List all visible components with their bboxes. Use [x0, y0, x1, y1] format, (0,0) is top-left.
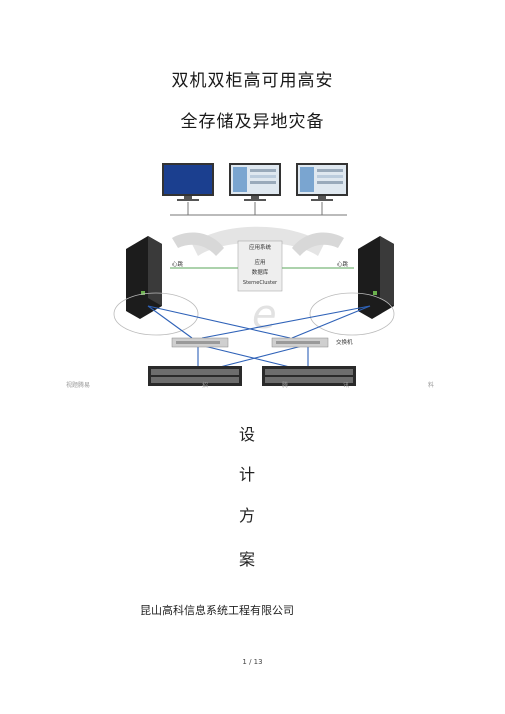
- app-box-line1: 应用: [254, 258, 265, 266]
- storage-left-icon: [148, 366, 242, 386]
- heartbeat-label-right: 心跳: [337, 260, 349, 268]
- faint-text-mid1: 招: [202, 382, 209, 389]
- subtitle-char-2: 计: [238, 465, 255, 484]
- diagram-watermark: e: [252, 292, 277, 338]
- switch-left-icon: [171, 337, 229, 348]
- faint-text-left: 视题腾易: [66, 382, 91, 389]
- heartbeat-label-left: 心跳: [172, 260, 184, 268]
- swoosh-right-wing: [292, 232, 344, 256]
- app-box-line3: SterneCluster: [243, 280, 278, 286]
- document-title-line1: 双机双柜高可用高安: [171, 71, 334, 91]
- fiber-links: [147, 305, 371, 370]
- server-left-icon: [126, 236, 162, 319]
- company-name: 昆山高科信息系统工程有限公司: [140, 604, 294, 617]
- document-title-line2: 全存储及异地灾备: [180, 112, 325, 132]
- faint-text-right: 料: [428, 382, 435, 389]
- app-box-header: 应用系统: [249, 243, 272, 251]
- subtitle-char-3: 方: [238, 506, 255, 525]
- server-right-icon: [358, 236, 394, 319]
- subtitle-char-1: 设: [238, 425, 255, 444]
- server-right-ellipse: [309, 292, 395, 336]
- page-number: 1 / 13: [242, 658, 263, 666]
- faint-text-mid3: 讯: [343, 382, 350, 389]
- server-left-ellipse: [113, 292, 199, 336]
- switch-right-icon: [271, 337, 329, 348]
- app-box-line2: 数据库: [252, 268, 269, 276]
- subtitle-char-4: 案: [238, 550, 255, 569]
- network-topology-diagram: 应用系统 应用 数据库 SterneCluster 心跳 心跳 e: [113, 163, 395, 386]
- storage-right-icon: [262, 366, 356, 386]
- faint-text-mid2: 腾: [282, 382, 289, 389]
- switch-label: 交换机: [336, 338, 353, 346]
- swoosh-left-wing: [172, 232, 224, 256]
- app-system-box: [237, 240, 283, 292]
- monitor-1-icon: [162, 163, 214, 201]
- monitor-3-icon: [296, 163, 348, 201]
- monitor-2-icon: [229, 163, 281, 201]
